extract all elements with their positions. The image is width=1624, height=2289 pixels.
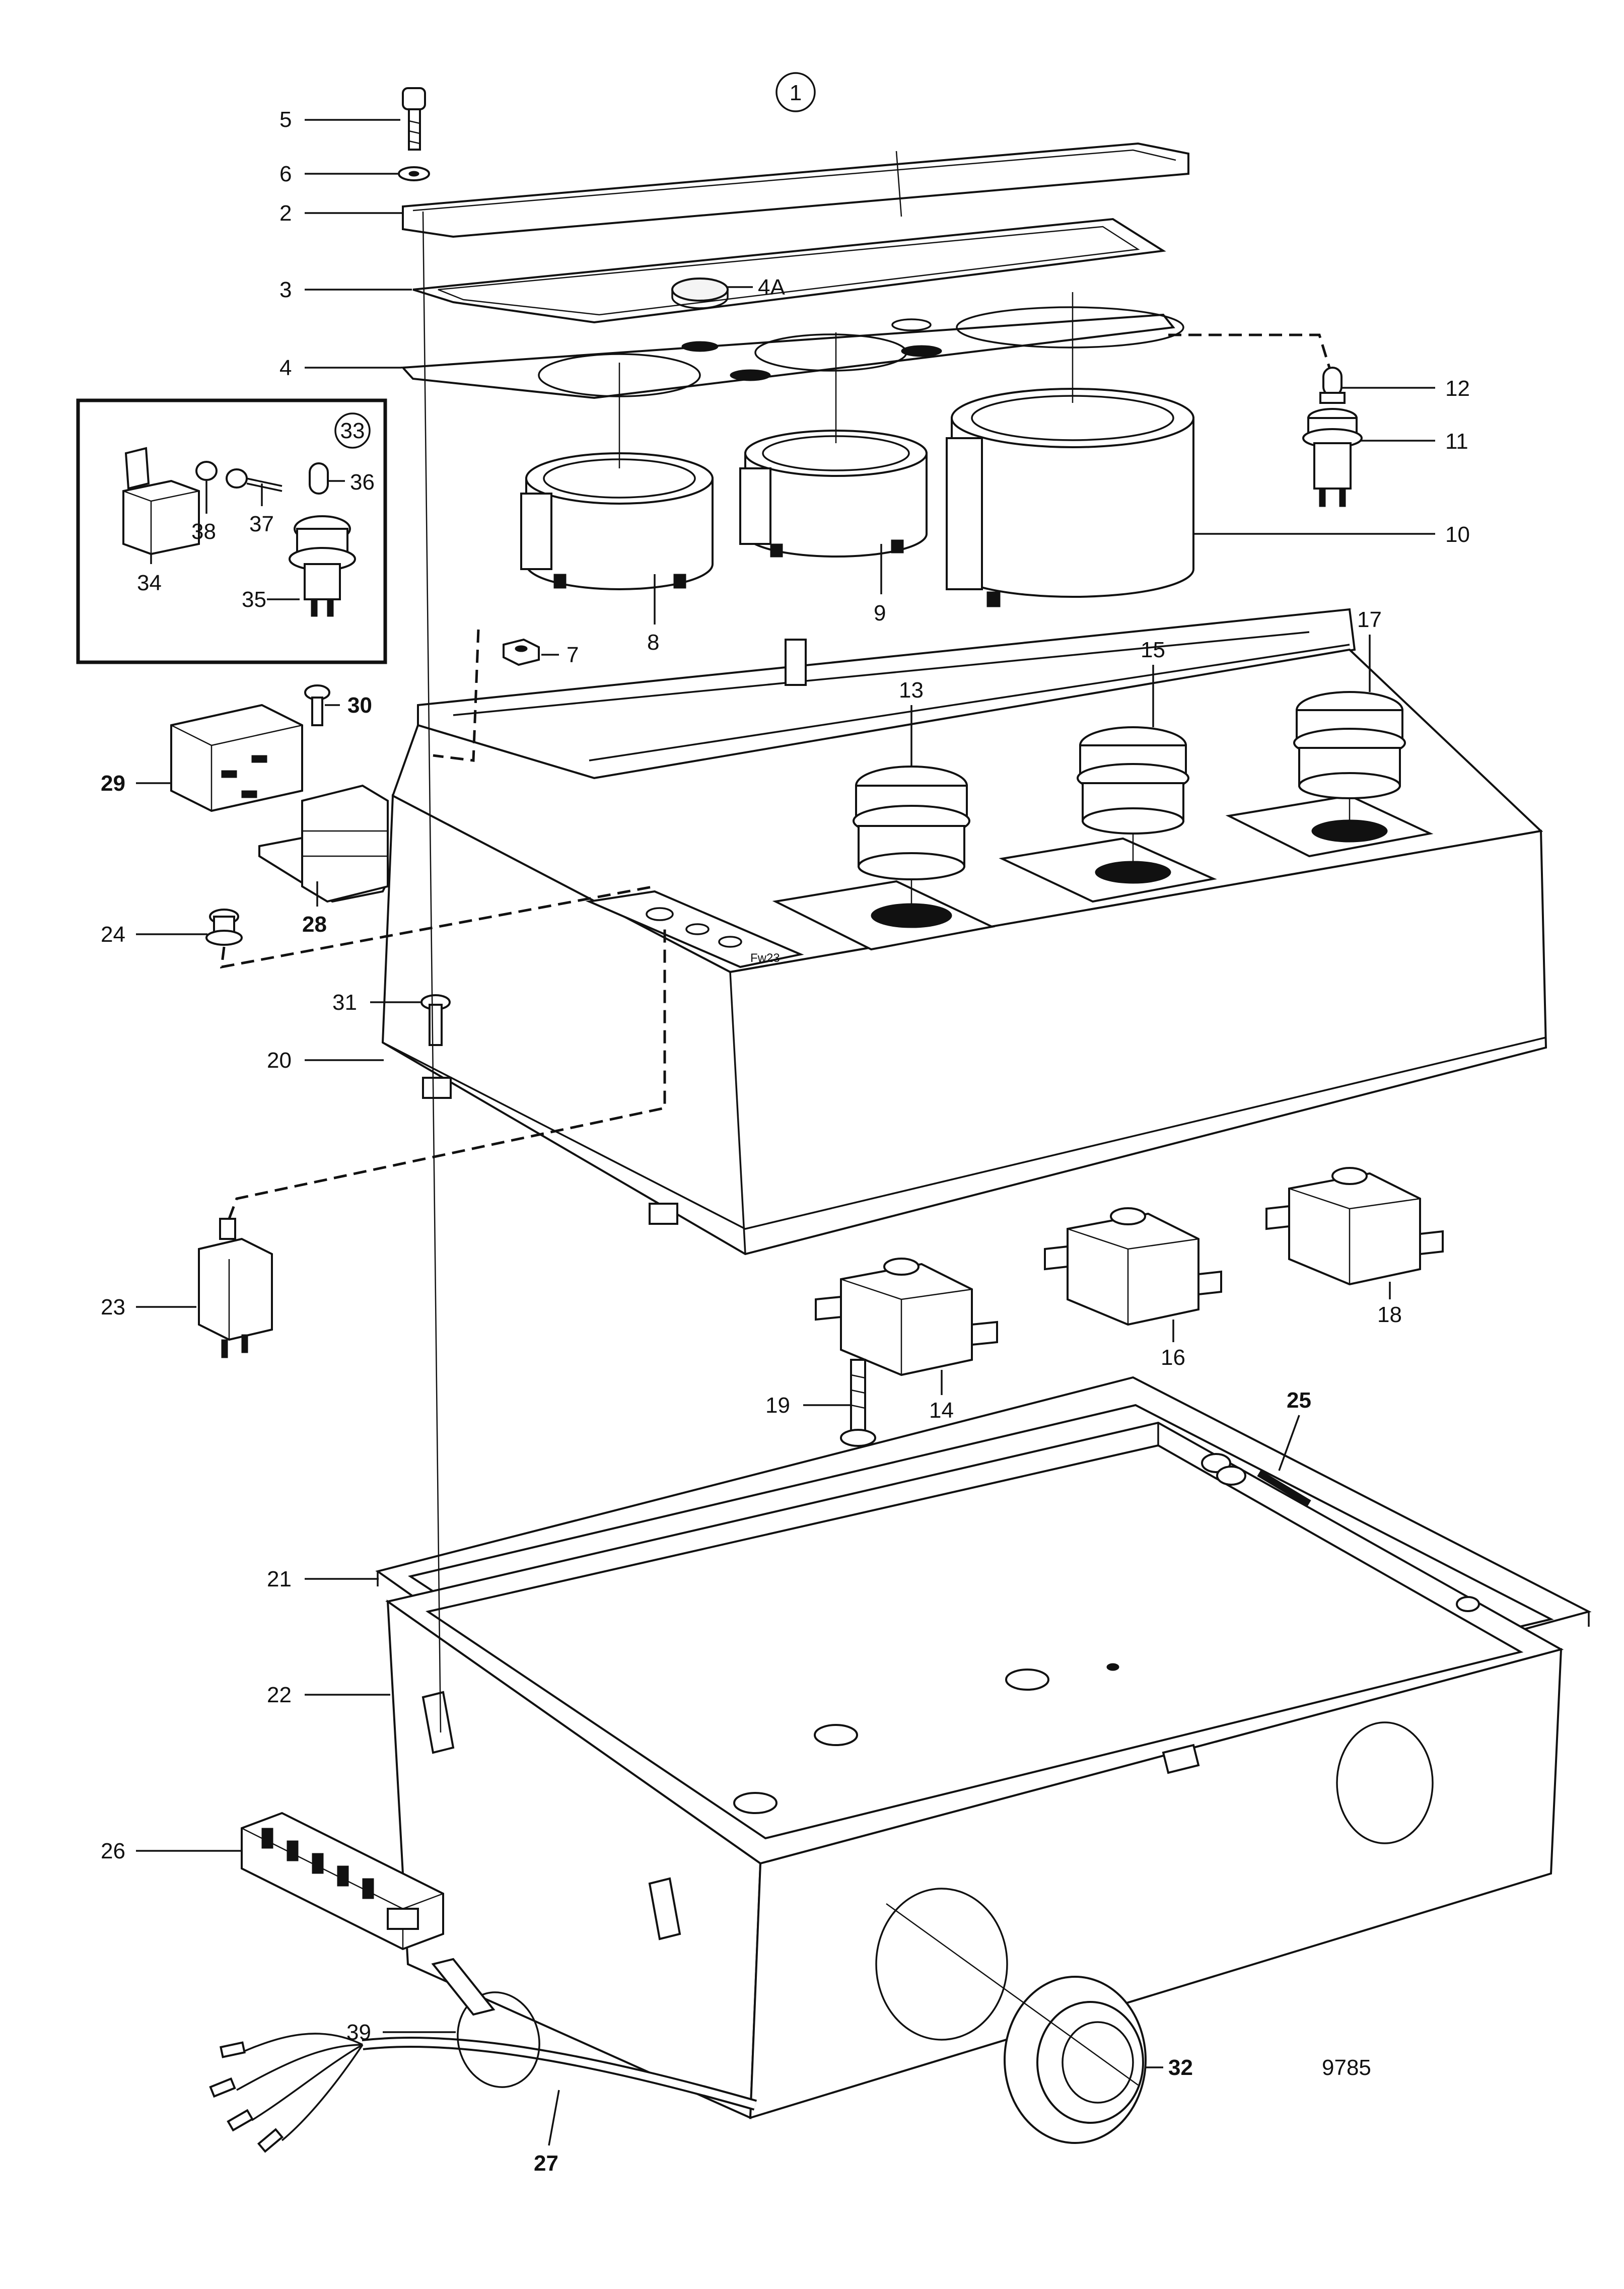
switch-plate-13: [772, 880, 996, 951]
callout-27: 27: [534, 2151, 558, 2176]
washer-part-6: [398, 166, 430, 181]
screw-part-30: [304, 684, 330, 726]
indicator-plate: Fw23: [585, 890, 804, 968]
callout-18: 18: [1377, 1302, 1402, 1327]
switch-plate-15: [999, 837, 1217, 903]
callout-21: 21: [267, 1567, 292, 1591]
terminal-block-part-26: [241, 1812, 444, 1951]
callout-3: 3: [279, 278, 292, 302]
callout-14: 14: [929, 1398, 954, 1423]
gauge-part-10: [946, 388, 1194, 607]
callout-24: 24: [101, 922, 125, 947]
push-button-part-15: [1077, 726, 1189, 864]
callout-2: 2: [279, 201, 292, 226]
callout-35: 35: [242, 587, 266, 612]
callout-13: 13: [899, 678, 924, 703]
bulb-part-36: [309, 462, 329, 495]
callout-22: 22: [267, 1683, 292, 1707]
callout-20: 20: [267, 1048, 292, 1073]
push-button-part-13: [853, 766, 970, 907]
bottom-box-part-22: [385, 1421, 1564, 2120]
callout-34: 34: [137, 571, 162, 595]
callout-19: 19: [765, 1393, 790, 1418]
callout-38: 38: [191, 519, 216, 544]
gauge-part-9: [739, 430, 928, 558]
callout-23: 23: [101, 1295, 125, 1320]
indicator-plate-text: Fw23: [750, 951, 780, 965]
group-number-marker: 1: [775, 72, 816, 112]
callout-39: 39: [346, 2020, 371, 2045]
gauge-part-8: [520, 452, 714, 590]
screw-part-31: [420, 994, 451, 1046]
callout-labels: 5 6 2 3 4A 4 12 11 10 8 9 36 37 38 34 35…: [101, 107, 1470, 2176]
drawing-number: 9785: [1322, 2055, 1371, 2080]
callout-7: 7: [567, 643, 579, 667]
callout-9: 9: [874, 601, 886, 626]
inset-number: 33: [340, 419, 365, 443]
circuit-breaker-part-23: [198, 1218, 273, 1358]
callout-8: 8: [647, 630, 659, 655]
lamp-socket-part-11: [1302, 408, 1363, 507]
gasket-part-3: [412, 218, 1166, 324]
callout-4A: 4A: [758, 275, 785, 300]
callout-15: 15: [1141, 638, 1165, 662]
grommet-part-32: [1004, 1976, 1147, 2144]
cable-tie-part-39: [431, 1958, 540, 2088]
cable-harness-part-27: [209, 2033, 757, 2153]
callout-25: 25: [1287, 1388, 1311, 1413]
relay-bracket-part-28: [258, 784, 389, 903]
panel-plate-part-4: [400, 306, 1184, 399]
group-number: 1: [790, 81, 802, 105]
callout-16: 16: [1161, 1345, 1185, 1370]
push-button-part-17: [1293, 691, 1406, 823]
screw-part-37: [226, 468, 283, 492]
nut-part-7: [503, 638, 540, 666]
washer-part-38: [195, 461, 218, 481]
callout-6: 6: [279, 162, 292, 186]
microswitch-part-18: [1265, 1167, 1444, 1286]
callout-30: 30: [347, 693, 372, 718]
relay-part-34: [122, 447, 200, 556]
callout-28: 28: [302, 912, 327, 937]
callout-5: 5: [279, 107, 292, 132]
callout-32: 32: [1168, 2055, 1193, 2080]
plug-part-4A: [671, 278, 729, 309]
rod-part-25: [1201, 1453, 1480, 1612]
callout-4: 4: [279, 356, 292, 380]
callout-10: 10: [1445, 522, 1470, 547]
callout-12: 12: [1445, 376, 1470, 401]
switch-plate-17: [1225, 794, 1434, 858]
top-cover-part-2: [402, 142, 1189, 238]
connector-part-24: [205, 909, 243, 946]
inset-box-33: 33: [76, 398, 387, 664]
bulb-part-12: [1319, 367, 1346, 404]
microswitch-part-16: [1044, 1207, 1222, 1326]
cover-screw-part-5: [402, 87, 426, 151]
callout-31: 31: [332, 990, 357, 1015]
microswitch-part-14: [815, 1258, 998, 1376]
screw-part-19: [840, 1359, 876, 1447]
callout-36: 36: [350, 470, 375, 495]
lamp-socket-part-35: [289, 515, 356, 617]
callout-37: 37: [249, 512, 274, 536]
callout-11: 11: [1445, 429, 1468, 454]
leader-lines: [136, 119, 1435, 2146]
relay-part-29: [170, 704, 303, 812]
callout-26: 26: [101, 1839, 125, 1863]
callout-29: 29: [101, 771, 125, 796]
callout-17: 17: [1357, 607, 1382, 632]
